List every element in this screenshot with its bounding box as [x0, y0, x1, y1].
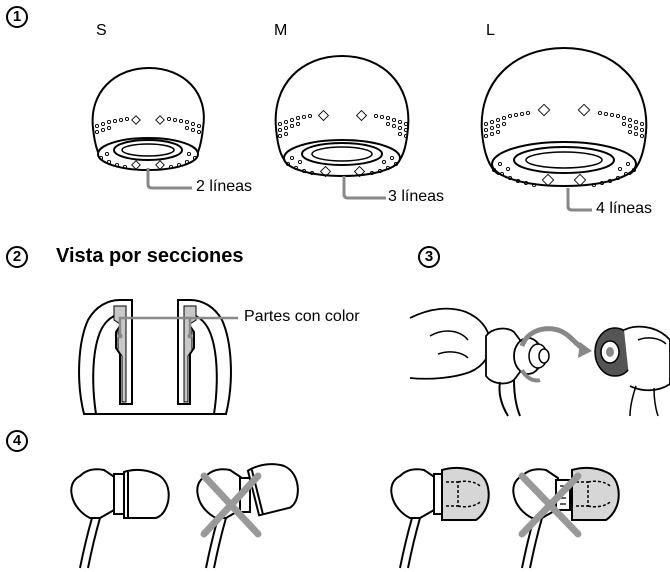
colored-parts-label: Partes con color — [244, 308, 360, 325]
correct-fit-plain-tip — [70, 468, 170, 569]
size-label-l: L — [486, 22, 495, 39]
earbud-tip-s — [91, 66, 205, 171]
lines-label-l: 4 líneas — [596, 200, 653, 217]
step-1-number: 1 — [6, 6, 28, 28]
step-2-number: 2 — [6, 246, 28, 268]
size-label-m: M — [274, 22, 288, 39]
section-view-heading: Vista por secciones — [56, 245, 244, 267]
lines-label-s: 2 líneas — [196, 178, 253, 195]
earbud-tip-m — [274, 54, 410, 178]
incorrect-fit-colored-tip — [512, 466, 620, 569]
incorrect-fit-plain-tip — [196, 463, 299, 569]
step-4-number: 4 — [6, 430, 28, 452]
lines-label-m: 3 líneas — [388, 188, 445, 205]
earbud-tip-l — [480, 46, 648, 188]
attach-tip-illustration — [409, 307, 670, 417]
size-label-s: S — [96, 22, 107, 39]
correct-fit-colored-tip — [390, 466, 490, 569]
step-3-number: 3 — [418, 246, 440, 268]
